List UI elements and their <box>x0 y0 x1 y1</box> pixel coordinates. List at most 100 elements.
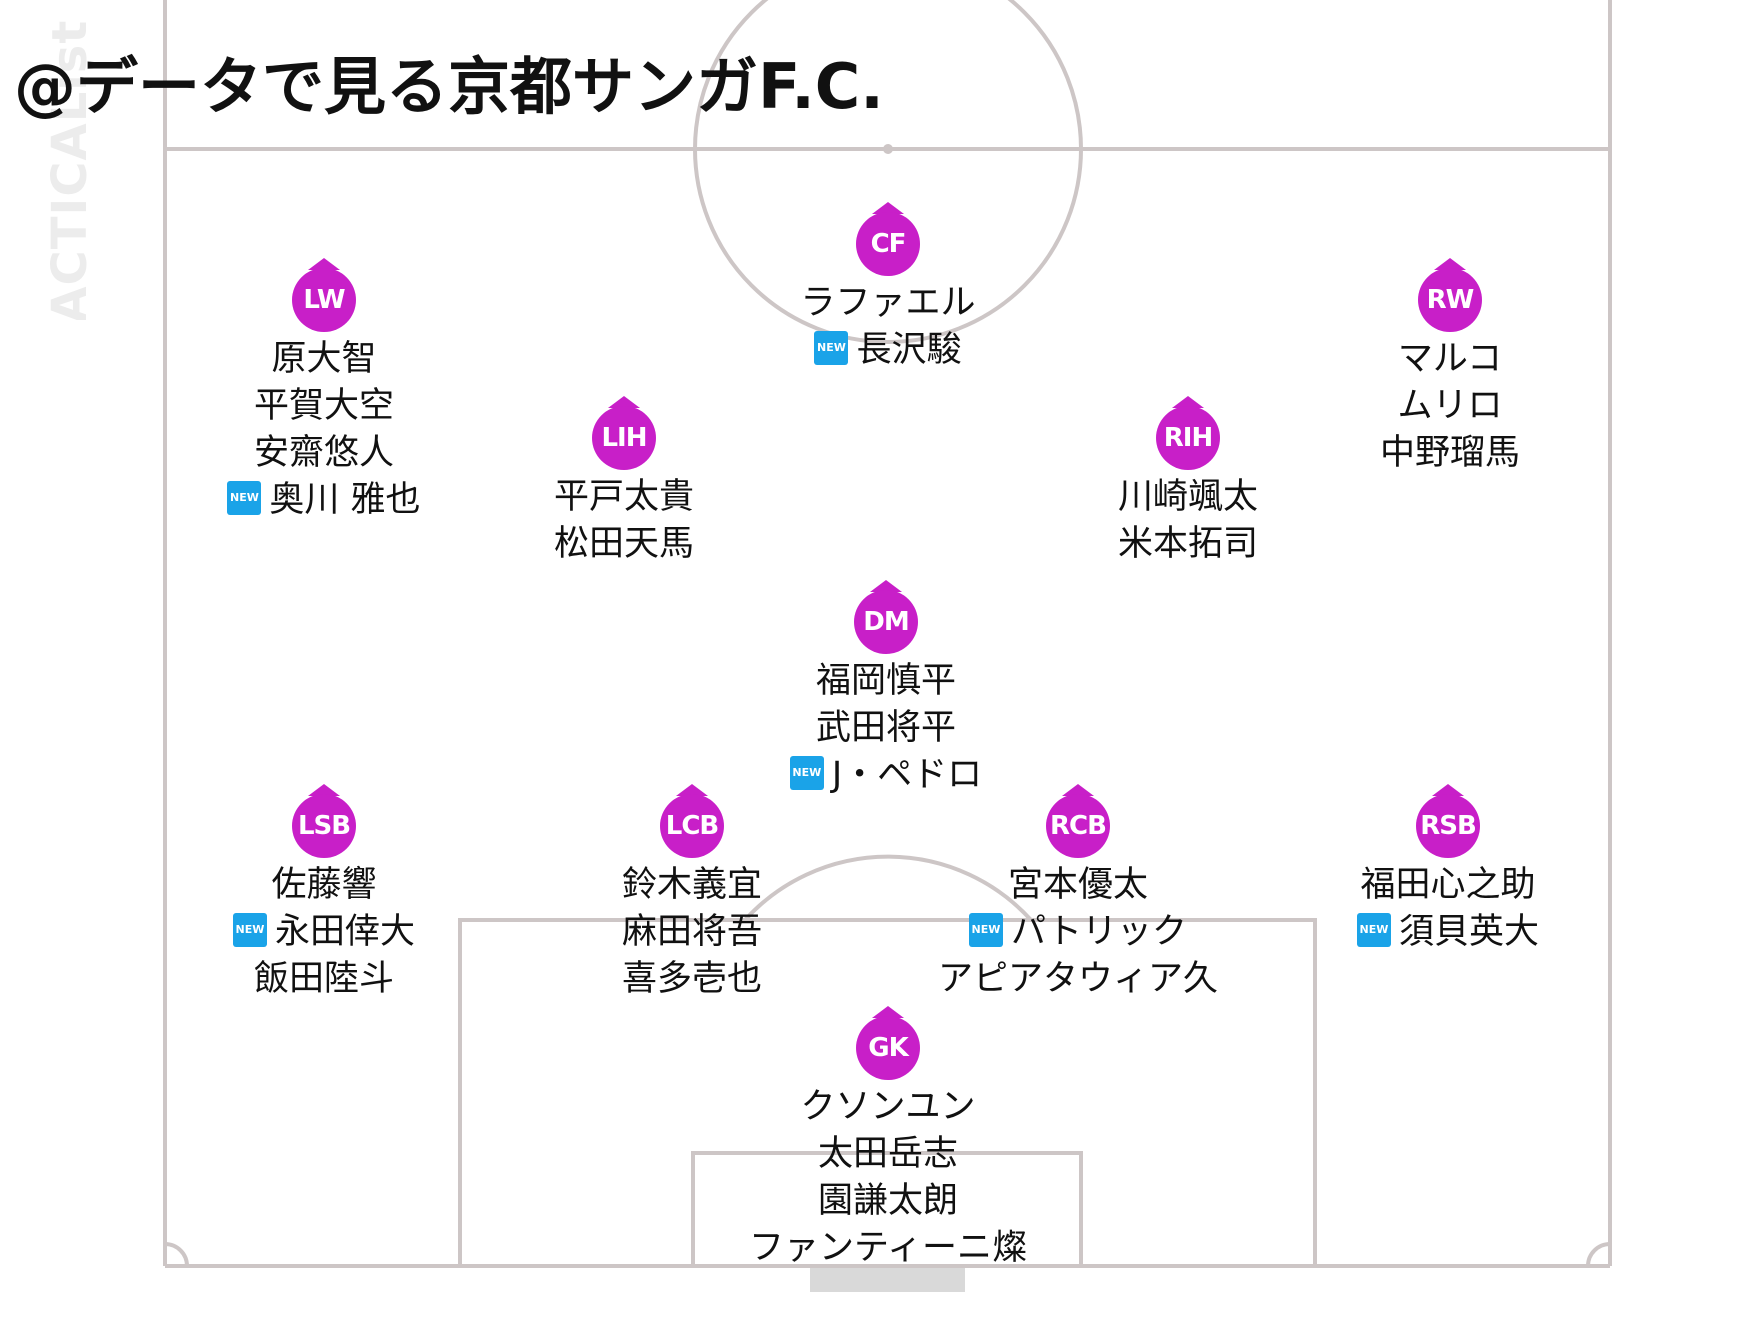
position-label: GK <box>856 1016 920 1080</box>
player-entry: 飯田陸斗 <box>233 956 415 1003</box>
player-name: 安齋悠人 <box>253 433 394 473</box>
center-spot <box>883 144 893 154</box>
player-name: 松田天馬 <box>553 524 694 564</box>
player-entry: 佐藤響 <box>233 862 415 909</box>
player-entry: 武田将平 <box>790 705 982 752</box>
new-badge-icon: NEW <box>789 756 824 790</box>
new-badge-icon: NEW <box>814 331 849 365</box>
position-label: CF <box>856 212 920 276</box>
player-entry: ラファエル <box>800 280 975 327</box>
player-name: ムリロ <box>1397 386 1503 426</box>
direction-arrow-icon <box>1434 258 1466 270</box>
player-name: 平賀大空 <box>253 386 394 426</box>
goal <box>810 1268 965 1292</box>
player-name: 鈴木義宜 <box>621 865 762 905</box>
player-name: マルコ <box>1397 339 1503 379</box>
player-entry: 太田岳志 <box>749 1131 1027 1178</box>
position-marker-rw: RW <box>1418 258 1482 332</box>
player-name: パトリック <box>1010 912 1188 952</box>
player-entry: 麻田将吾 <box>622 909 762 956</box>
player-name: 飯田陸斗 <box>253 959 394 999</box>
player-name: 喜多壱也 <box>621 959 762 999</box>
player-name: 福岡慎平 <box>815 661 956 701</box>
goal-area <box>691 1151 1083 1268</box>
player-entry: マルコ <box>1380 336 1520 383</box>
player-entry: ムリロ <box>1380 383 1520 430</box>
position-label: RSB <box>1416 794 1480 858</box>
player-name: 佐藤響 <box>271 865 377 905</box>
player-entry: 鈴木義宜 <box>622 862 762 909</box>
position-marker-cf: CF <box>856 202 920 276</box>
player-name: 長沢駿 <box>856 330 962 370</box>
player-list: マルコムリロ中野瑠馬 <box>1380 336 1520 477</box>
player-entry: 福岡慎平 <box>790 658 982 705</box>
player-name: 宮本優太 <box>1007 865 1148 905</box>
player-name: 武田将平 <box>815 708 956 748</box>
position-label: RCB <box>1046 794 1110 858</box>
player-name: アピアタウィア久 <box>937 959 1218 999</box>
player-entry: 川崎颯太 <box>1118 474 1258 521</box>
position-label: LCB <box>660 794 724 858</box>
position-group-gk: GK クソンユン太田岳志園謙太朗ファンティーニ燦 <box>708 1006 1068 1272</box>
player-name: ラファエル <box>800 283 976 323</box>
player-name: J・ペドロ <box>831 755 983 795</box>
player-name: クソンユン <box>800 1087 976 1127</box>
direction-arrow-icon <box>1432 784 1464 796</box>
position-marker-rih: RIH <box>1156 396 1220 470</box>
player-name: 須貝英大 <box>1398 912 1539 952</box>
new-badge-icon: NEW <box>1356 913 1391 947</box>
player-name: 米本拓司 <box>1117 524 1258 564</box>
position-label: RIH <box>1156 406 1220 470</box>
player-name: 麻田将吾 <box>621 912 762 952</box>
page-title: @データで見る京都サンガF.C. <box>14 50 884 123</box>
position-label: LSB <box>292 794 356 858</box>
direction-arrow-icon <box>1172 396 1204 408</box>
player-entry: 平戸太貴 <box>554 474 694 521</box>
player-list: 平戸太貴松田天馬 <box>554 474 694 568</box>
player-entry: 原大智 <box>227 336 420 383</box>
position-marker-rsb: RSB <box>1416 784 1480 858</box>
player-entry: 平賀大空 <box>227 383 420 430</box>
player-name: 川崎颯太 <box>1117 477 1258 517</box>
position-marker-lsb: LSB <box>292 784 356 858</box>
player-name: ファンティーニ燦 <box>749 1228 1027 1268</box>
direction-arrow-icon <box>872 202 904 214</box>
player-entry: 松田天馬 <box>554 521 694 568</box>
player-name: 奥川 雅也 <box>269 480 421 520</box>
position-label: LIH <box>592 406 656 470</box>
position-group-rih: RIH 川崎颯太米本拓司 <box>1008 396 1368 568</box>
new-badge-icon: NEW <box>968 913 1003 947</box>
direction-arrow-icon <box>870 580 902 592</box>
position-marker-rcb: RCB <box>1046 784 1110 858</box>
player-entry: 宮本優太 <box>938 862 1218 909</box>
position-marker-lih: LIH <box>592 396 656 470</box>
center-circle <box>693 0 1083 344</box>
player-name: 園謙太朗 <box>817 1181 958 1221</box>
direction-arrow-icon <box>1062 784 1094 796</box>
player-list: 鈴木義宜麻田将吾喜多壱也 <box>622 862 762 1003</box>
position-marker-lcb: LCB <box>660 784 724 858</box>
direction-arrow-icon <box>308 258 340 270</box>
player-name: 中野瑠馬 <box>1379 433 1520 473</box>
direction-arrow-icon <box>308 784 340 796</box>
position-label: DM <box>854 590 918 654</box>
player-name: 福田心之助 <box>1360 865 1536 905</box>
player-name: 原大智 <box>271 339 377 379</box>
corner-arc-left <box>164 1242 189 1267</box>
